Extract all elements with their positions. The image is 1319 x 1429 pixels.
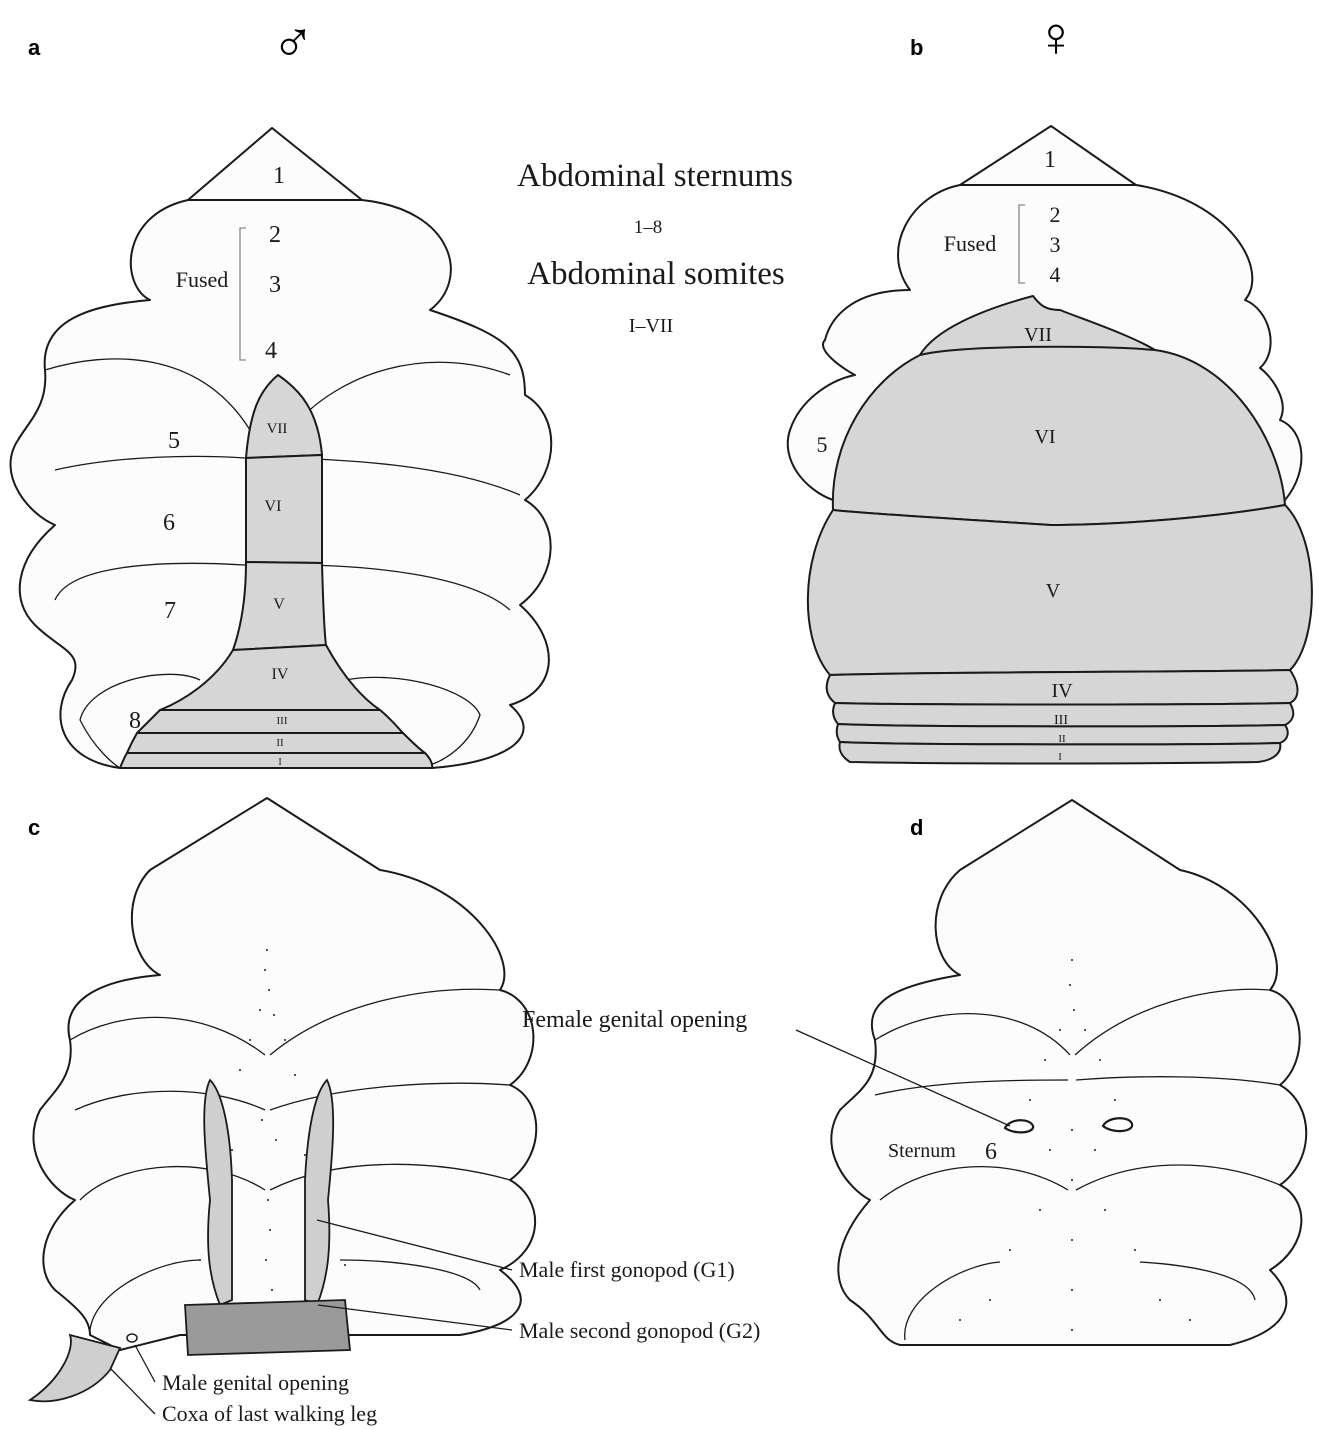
female-sternum-5: 5 bbox=[817, 432, 828, 457]
legend-sternums-range: 1–8 bbox=[634, 217, 663, 238]
legend-somites-range: I–VII bbox=[629, 315, 673, 337]
female-somite-v: V bbox=[1046, 580, 1061, 602]
legend-sternums-title: Abdominal sternums bbox=[517, 158, 793, 194]
female-fused-label: Fused bbox=[944, 231, 997, 256]
male-genital-opening-mark bbox=[127, 1334, 137, 1342]
female-ventral-outline bbox=[831, 800, 1306, 1345]
male-symbol: ♂ bbox=[271, 10, 315, 75]
male-ventral-outline bbox=[33, 798, 536, 1350]
male-sternum-6: 6 bbox=[163, 510, 175, 536]
panel-c: c bbox=[28, 798, 760, 1426]
female-sternum-3: 3 bbox=[1050, 232, 1061, 257]
male-somite-vi: VI bbox=[265, 498, 282, 515]
gonopod-g2-base bbox=[185, 1300, 350, 1355]
female-somite-iii: III bbox=[1054, 713, 1068, 728]
panel-letter-b: b bbox=[910, 35, 923, 60]
male-somite-iv: IV bbox=[272, 666, 289, 683]
female-genital-opening-right bbox=[1103, 1118, 1132, 1131]
female-somite-iv: IV bbox=[1051, 680, 1073, 702]
legend-somites-title: Abdominal somites bbox=[527, 256, 785, 292]
female-somite-vii: VII bbox=[1024, 324, 1052, 346]
female-somite-i: I bbox=[1058, 752, 1061, 763]
panel-a: a ♂ 1 2 3 4 bbox=[11, 10, 552, 768]
male-fused-label: Fused bbox=[176, 267, 229, 292]
male-sternum-4: 4 bbox=[265, 338, 277, 364]
label-sternum-number: 6 bbox=[985, 1139, 997, 1165]
panel-letter-c: c bbox=[28, 815, 40, 840]
male-sternum-1: 1 bbox=[273, 163, 285, 189]
label-coxa-last-walking-leg: Coxa of last walking leg bbox=[162, 1401, 377, 1426]
male-sternum-3: 3 bbox=[269, 272, 281, 298]
panel-letter-a: a bbox=[28, 35, 41, 60]
panel-b: b ♀ 1 2 3 4 5 Fused VII VI V bbox=[788, 5, 1312, 764]
label-male-second-gonopod: Male second gonopod (G2) bbox=[519, 1318, 760, 1343]
label-sternum: Sternum bbox=[888, 1140, 956, 1162]
legend: Abdominal sternums 1–8 Abdominal somites… bbox=[517, 158, 793, 337]
female-somite-vi: VI bbox=[1034, 426, 1055, 448]
label-male-first-gonopod: Male first gonopod (G1) bbox=[519, 1257, 735, 1282]
male-sternum-8: 8 bbox=[129, 708, 141, 734]
male-somite-vii: VII bbox=[267, 421, 288, 437]
female-sternum-4: 4 bbox=[1050, 262, 1061, 287]
label-female-genital-opening: Female genital opening bbox=[522, 1007, 747, 1033]
male-somite-v: V bbox=[273, 596, 285, 613]
female-somite-ii: II bbox=[1058, 733, 1066, 745]
male-somite-ii: II bbox=[276, 737, 284, 749]
male-sternum-2: 2 bbox=[269, 222, 281, 248]
female-sternum-1: 1 bbox=[1044, 147, 1056, 173]
female-symbol: ♀ bbox=[1035, 5, 1077, 68]
label-male-genital-opening: Male genital opening bbox=[162, 1370, 349, 1395]
male-somite-i: I bbox=[278, 757, 281, 768]
male-sternum-5: 5 bbox=[168, 428, 180, 454]
male-sternum-7: 7 bbox=[164, 598, 176, 624]
coxa-last-walking-leg bbox=[30, 1335, 120, 1401]
panel-letter-d: d bbox=[910, 815, 923, 840]
female-sternum-2: 2 bbox=[1050, 202, 1061, 227]
male-somite-iii: III bbox=[277, 715, 288, 727]
